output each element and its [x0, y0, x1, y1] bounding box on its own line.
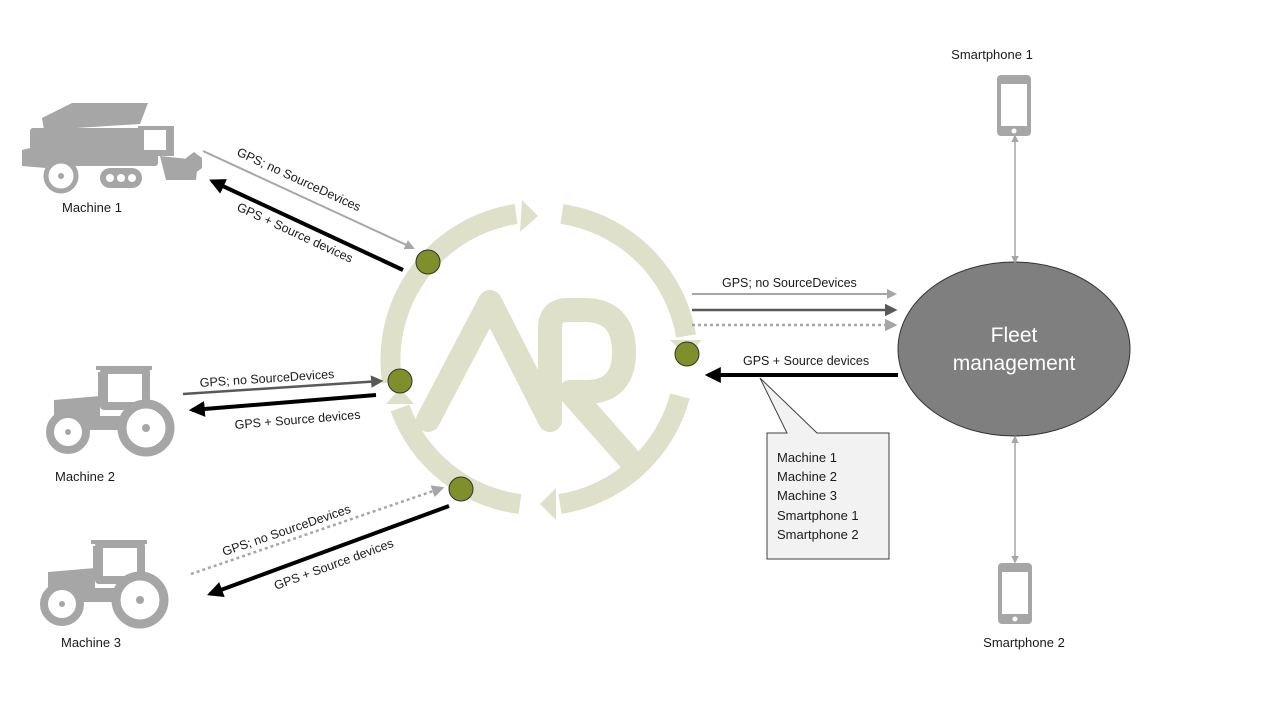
- machine3-label: Machine 3: [61, 635, 121, 650]
- machine1-gps-no-source-label: GPS; no SourceDevices: [235, 145, 363, 214]
- callout-item: Machine 1: [777, 450, 837, 465]
- callout-item: Smartphone 1: [777, 508, 859, 523]
- arrow-hub-to-machine3: [206, 504, 450, 598]
- fleet-label-line1: Fleet: [991, 324, 1038, 347]
- node-fleet: [674, 341, 700, 367]
- smartphone2-label: Smartphone 2: [983, 635, 1065, 650]
- fleet-gps-source-label: GPS + Source devices: [743, 354, 869, 368]
- node-machine3: [448, 476, 474, 502]
- machine2-label: Machine 2: [55, 469, 115, 484]
- fleet-gps-no-source-label: GPS; no SourceDevices: [722, 276, 857, 290]
- ar-cycle-logo-icon: [380, 200, 702, 520]
- smartphone-icon: [998, 563, 1032, 624]
- tractor-icon: [40, 540, 169, 629]
- node-machine1: [415, 249, 441, 275]
- machine2-gps-source-label: GPS + Source devices: [234, 408, 361, 432]
- machine1-gps-source-label: GPS + Source devices: [235, 200, 355, 266]
- arrow-machine1-to-hub: [202, 150, 415, 250]
- arrow-hub-to-machine1: [209, 179, 404, 272]
- smartphone-icon: [997, 75, 1031, 136]
- callout-item: Machine 2: [777, 469, 837, 484]
- machine1-label: Machine 1: [62, 200, 122, 215]
- callout-item: Machine 3: [777, 488, 837, 503]
- tractor-icon: [46, 366, 175, 457]
- callout-box: Machine 1 Machine 2 Machine 3 Smartphone…: [759, 377, 890, 560]
- fleet-label-line2: management: [953, 352, 1076, 375]
- arrow-machine3-to-hub: [190, 485, 445, 576]
- arrow-machine2-to-hub: [182, 375, 384, 396]
- fleet-management-node: [897, 261, 1131, 437]
- node-machine2: [387, 368, 413, 394]
- smartphone1-label: Smartphone 1: [951, 47, 1033, 62]
- combine-harvester-icon: [22, 103, 202, 194]
- callout-item: Smartphone 2: [777, 527, 859, 542]
- arrow-hub-to-machine2: [188, 393, 377, 417]
